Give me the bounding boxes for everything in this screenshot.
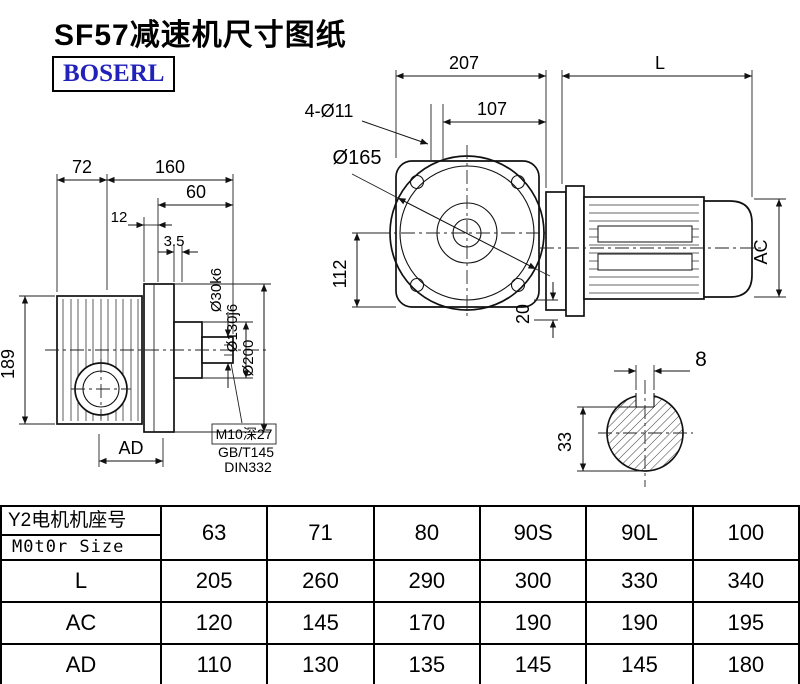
value-cell: 130 xyxy=(266,643,375,684)
thread-note-line3: DIN332 xyxy=(224,459,272,475)
value-cell: 195 xyxy=(691,601,800,645)
row-label: AC xyxy=(0,601,162,645)
table-header-row: Y2电机机座号 M0t0r Size 63 71 80 90S 90L 100 xyxy=(0,505,800,561)
frame-size-cell: 80 xyxy=(372,505,481,561)
dim-165-label: Ø165 xyxy=(333,147,382,169)
value-cell: 145 xyxy=(266,601,375,645)
dim-33-label: 33 xyxy=(555,432,575,452)
frame-size-cell: 90L xyxy=(585,505,694,561)
table-row-AC: AC 120 145 170 190 190 195 xyxy=(0,601,800,645)
dim-30-label: Ø30k6 xyxy=(208,268,225,312)
motor-outline xyxy=(540,185,766,317)
technical-drawing: 207 L 107 4-Ø11 Ø165 112 20 xyxy=(0,53,786,487)
bolt-hole xyxy=(409,277,425,293)
dimension-table: Y2电机机座号 M0t0r Size 63 71 80 90S 90L 100 … xyxy=(0,505,800,684)
side-view xyxy=(45,283,270,433)
value-cell: 330 xyxy=(585,559,694,603)
dim-20-label: 20 xyxy=(513,304,533,324)
value-cell: 145 xyxy=(478,643,588,684)
value-cell: 135 xyxy=(372,643,481,684)
motor-size-header-cell: Y2电机机座号 M0t0r Size xyxy=(0,505,162,561)
value-cell: 290 xyxy=(372,559,481,603)
value-cell: 190 xyxy=(478,601,588,645)
frame-size-cell: 90S xyxy=(478,505,588,561)
bolt-hole xyxy=(510,174,526,190)
value-cell: 300 xyxy=(478,559,588,603)
dim-12-label: 12 xyxy=(111,209,128,226)
page-title: SF57减速机尺寸图纸 xyxy=(54,19,347,52)
value-cell: 190 xyxy=(585,601,694,645)
dim-bolt-holes-label: 4-Ø11 xyxy=(305,101,354,121)
value-cell: 110 xyxy=(159,643,269,684)
bolt-hole xyxy=(409,174,425,190)
dim-72-label: 72 xyxy=(72,157,92,177)
dim-8-label: 8 xyxy=(695,348,707,371)
frame-size-cell: 71 xyxy=(266,505,375,561)
row-label: L xyxy=(0,559,162,603)
side-view-dimensions: 72 160 60 12 3.5 189 AD xyxy=(0,157,277,475)
value-cell: 170 xyxy=(372,601,481,645)
value-cell: 180 xyxy=(691,643,800,684)
row-label: AD xyxy=(0,643,162,684)
dim-207-label: 207 xyxy=(449,53,479,73)
dim-AC-label: AC xyxy=(751,239,771,264)
value-cell: 120 xyxy=(159,601,269,645)
bolt-hole xyxy=(510,277,526,293)
table-row-L: L 205 260 290 300 330 340 xyxy=(0,559,800,603)
dim-112-label: 112 xyxy=(330,260,350,289)
value-cell: 260 xyxy=(266,559,375,603)
dim-107-label: 107 xyxy=(477,99,507,119)
table-row-AD: AD 110 130 135 145 145 180 xyxy=(0,643,800,684)
thread-note-line1: M10深27 xyxy=(216,426,273,442)
front-view xyxy=(376,145,766,320)
dim-200-label: Ø200 xyxy=(240,340,257,377)
dim-AD-label: AD xyxy=(118,438,143,458)
shaft-section: 8 33 xyxy=(555,348,707,487)
front-view-dimensions: 207 L 107 4-Ø11 Ø165 112 20 xyxy=(305,53,786,338)
value-cell: 340 xyxy=(691,559,800,603)
dim-L-label: L xyxy=(655,53,665,73)
value-cell: 145 xyxy=(585,643,694,684)
dim-189-label: 189 xyxy=(0,349,18,379)
dim-130-label: Ø130j6 xyxy=(224,304,241,352)
value-cell: 205 xyxy=(159,559,269,603)
dim-160-label: 160 xyxy=(155,157,185,177)
brand-logo: BOSERL xyxy=(52,56,176,92)
motor-size-label-en: M0t0r Size xyxy=(12,537,125,557)
motor-size-label-cn: Y2电机机座号 xyxy=(2,507,160,536)
frame-size-cell: 63 xyxy=(159,505,269,561)
frame-size-cell: 100 xyxy=(691,505,800,561)
thread-note-line2: GB/T145 xyxy=(218,444,274,460)
dim-3-5-label: 3.5 xyxy=(164,233,185,250)
dim-60-label: 60 xyxy=(186,182,206,202)
